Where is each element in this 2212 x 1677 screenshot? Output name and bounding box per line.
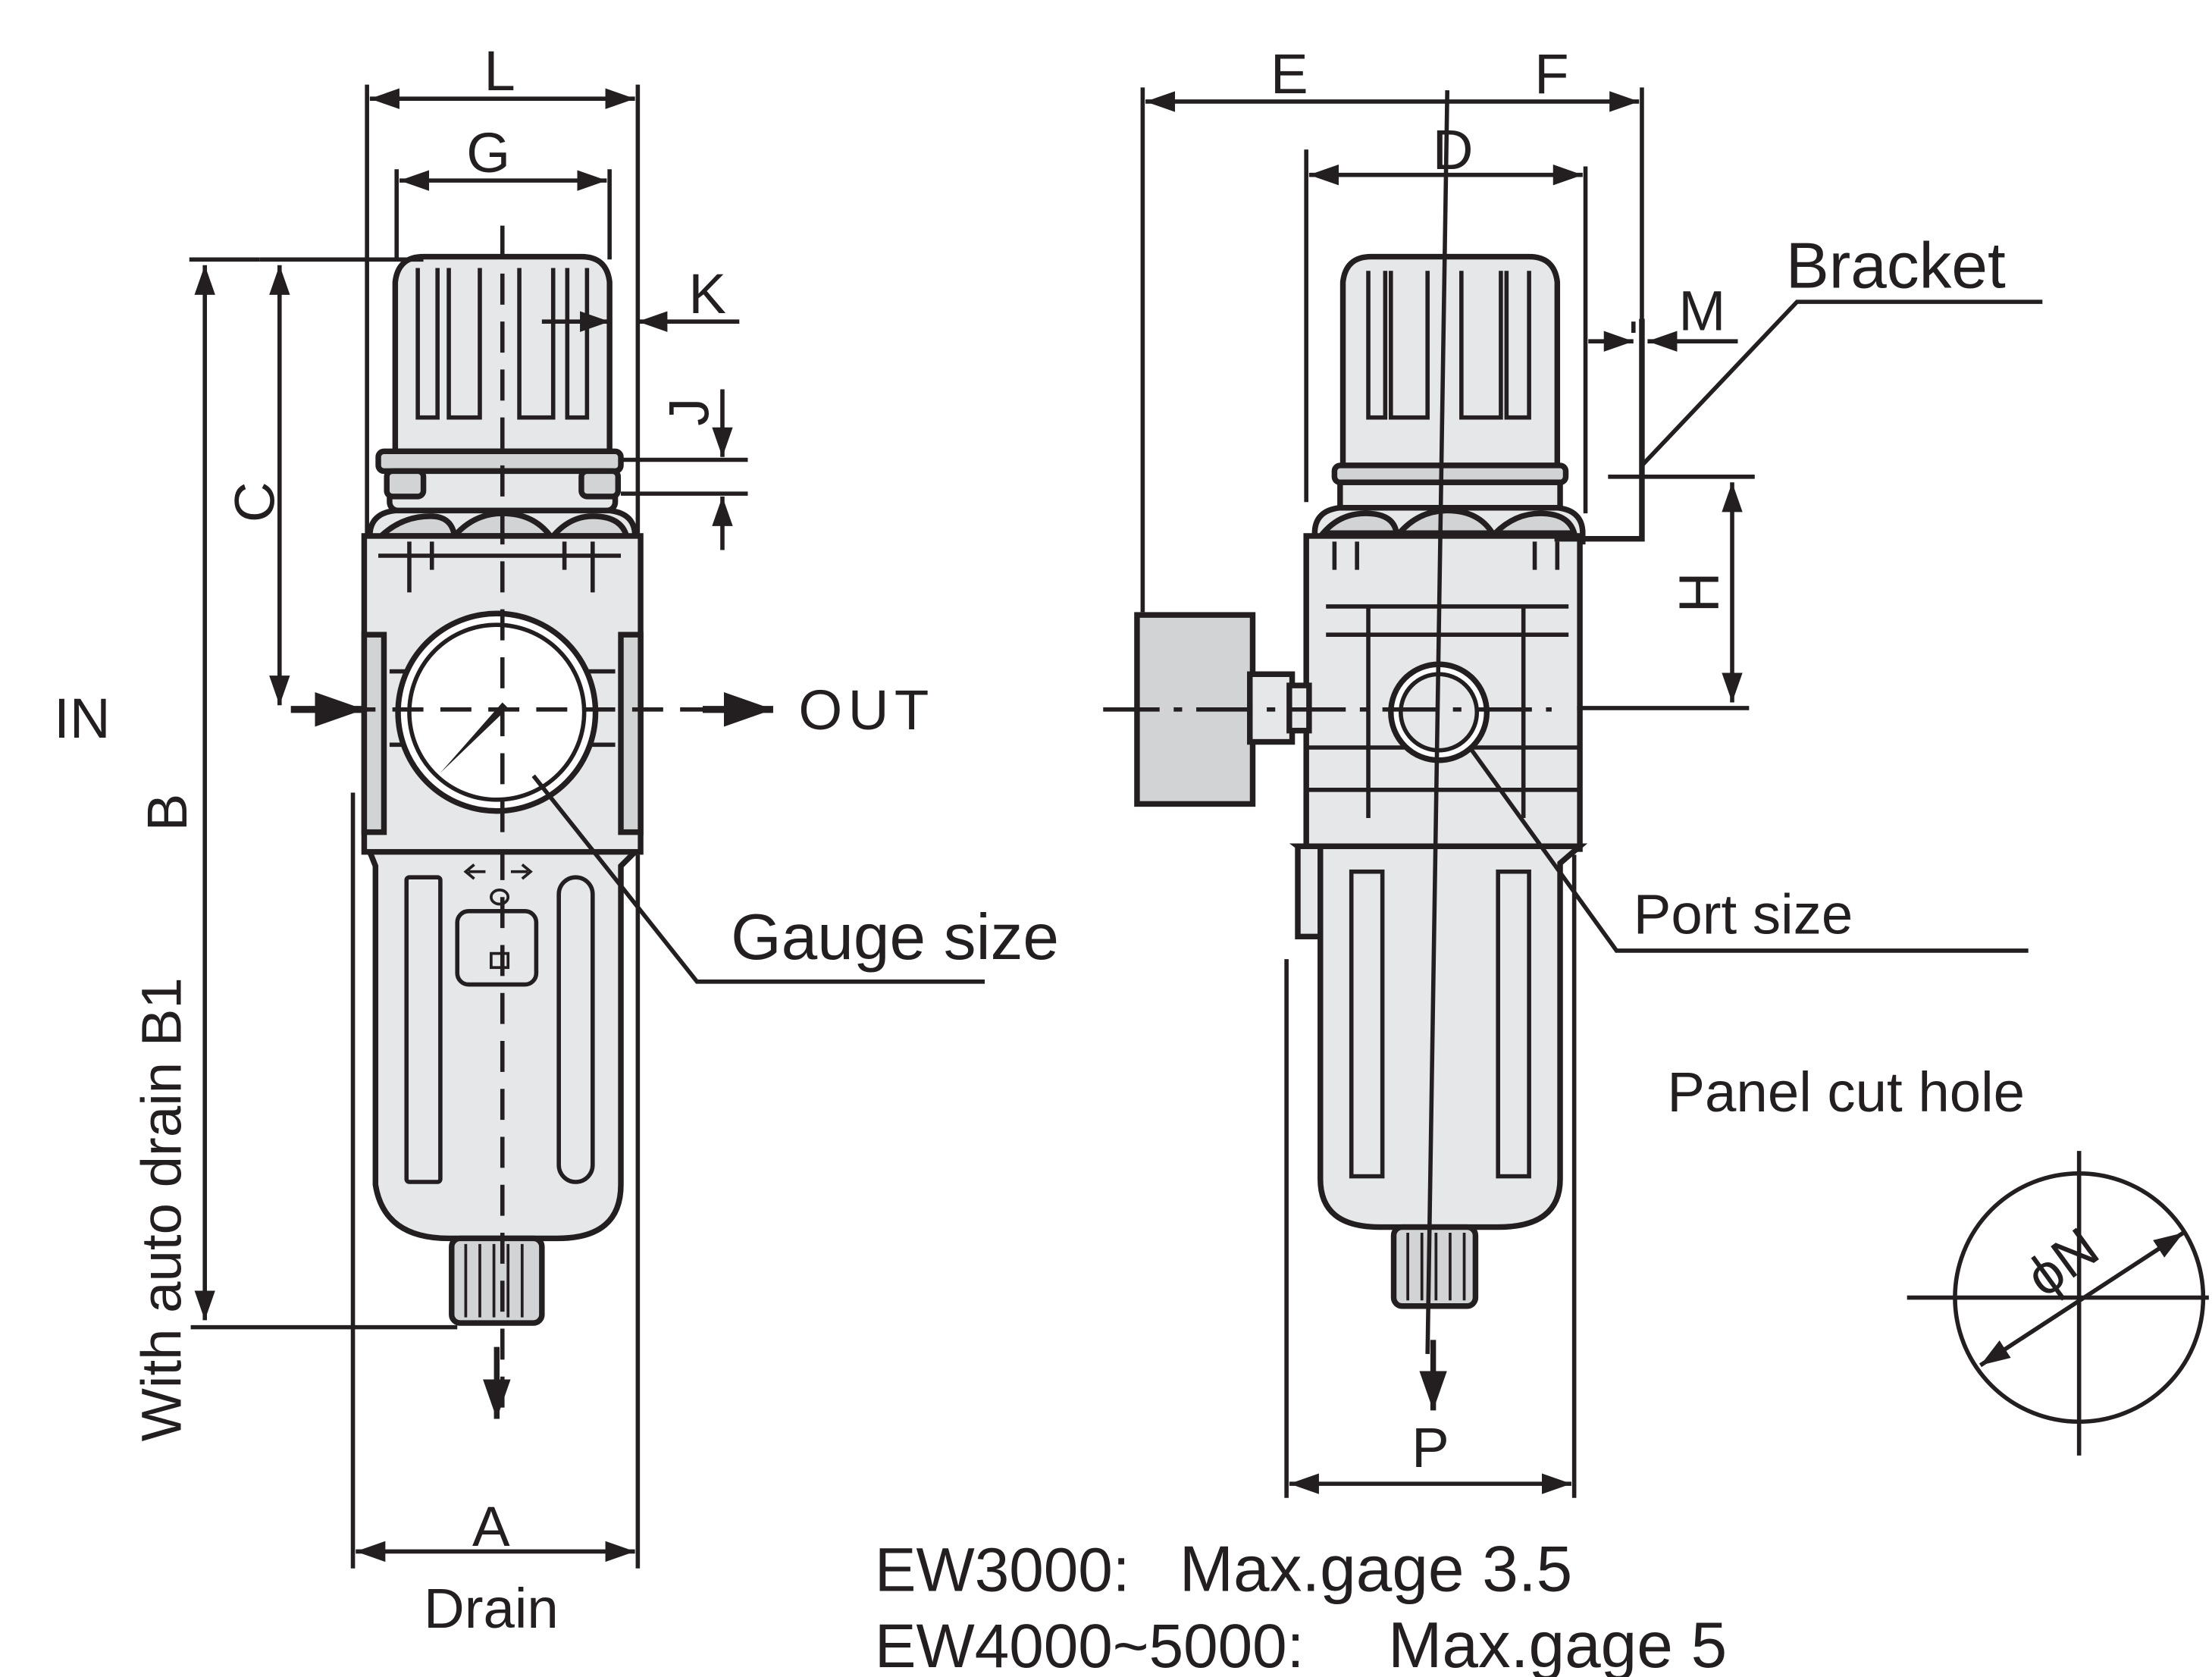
label-phiN: ϕN bbox=[2014, 1215, 2110, 1309]
label-E: E bbox=[1270, 42, 1308, 105]
front-view bbox=[189, 84, 985, 1569]
labels: L G K J C IN OUT B With auto drain B1 Ga… bbox=[54, 39, 2110, 1677]
label-G: G bbox=[466, 121, 510, 184]
label-gauge-size: Gauge size bbox=[731, 901, 1059, 973]
label-IN: IN bbox=[54, 687, 110, 750]
note-ew3000-model: EW3000: bbox=[875, 1536, 1130, 1605]
side-bowl bbox=[1289, 843, 1588, 1230]
front-lock-ring bbox=[375, 448, 624, 475]
note-ew4000-text: Max.gage 5 bbox=[1388, 1610, 1727, 1677]
label-drain: Drain bbox=[424, 1577, 559, 1640]
side-view bbox=[1103, 87, 2043, 1498]
front-drain-knob bbox=[449, 1235, 545, 1326]
label-C: C bbox=[223, 481, 286, 522]
label-P: P bbox=[1411, 1416, 1449, 1479]
label-port-size: Port size bbox=[1634, 883, 1853, 946]
label-M: M bbox=[1678, 279, 1725, 342]
label-OUT: OUT bbox=[798, 679, 934, 741]
label-A: A bbox=[472, 1495, 510, 1558]
label-F: F bbox=[1534, 42, 1568, 105]
bracket bbox=[1554, 318, 1645, 542]
side-knob bbox=[1339, 253, 1561, 469]
label-B1: With auto drain B1 bbox=[130, 977, 193, 1441]
label-D: D bbox=[1433, 118, 1474, 181]
label-panel-cut-hole: Panel cut hole bbox=[1667, 1061, 2025, 1124]
label-J: J bbox=[657, 398, 720, 426]
label-B: B bbox=[136, 794, 199, 832]
panel-cut-hole-view bbox=[1907, 1151, 2209, 1456]
note-ew4000-model: EW4000~5000: bbox=[875, 1612, 1305, 1677]
label-bracket: Bracket bbox=[1786, 230, 2006, 302]
label-H: H bbox=[1667, 572, 1730, 613]
label-L: L bbox=[484, 39, 515, 102]
gauge-needle bbox=[440, 702, 509, 773]
label-K: K bbox=[688, 262, 726, 325]
note-ew3000-text: Max.gage 3.5 bbox=[1180, 1534, 1572, 1606]
